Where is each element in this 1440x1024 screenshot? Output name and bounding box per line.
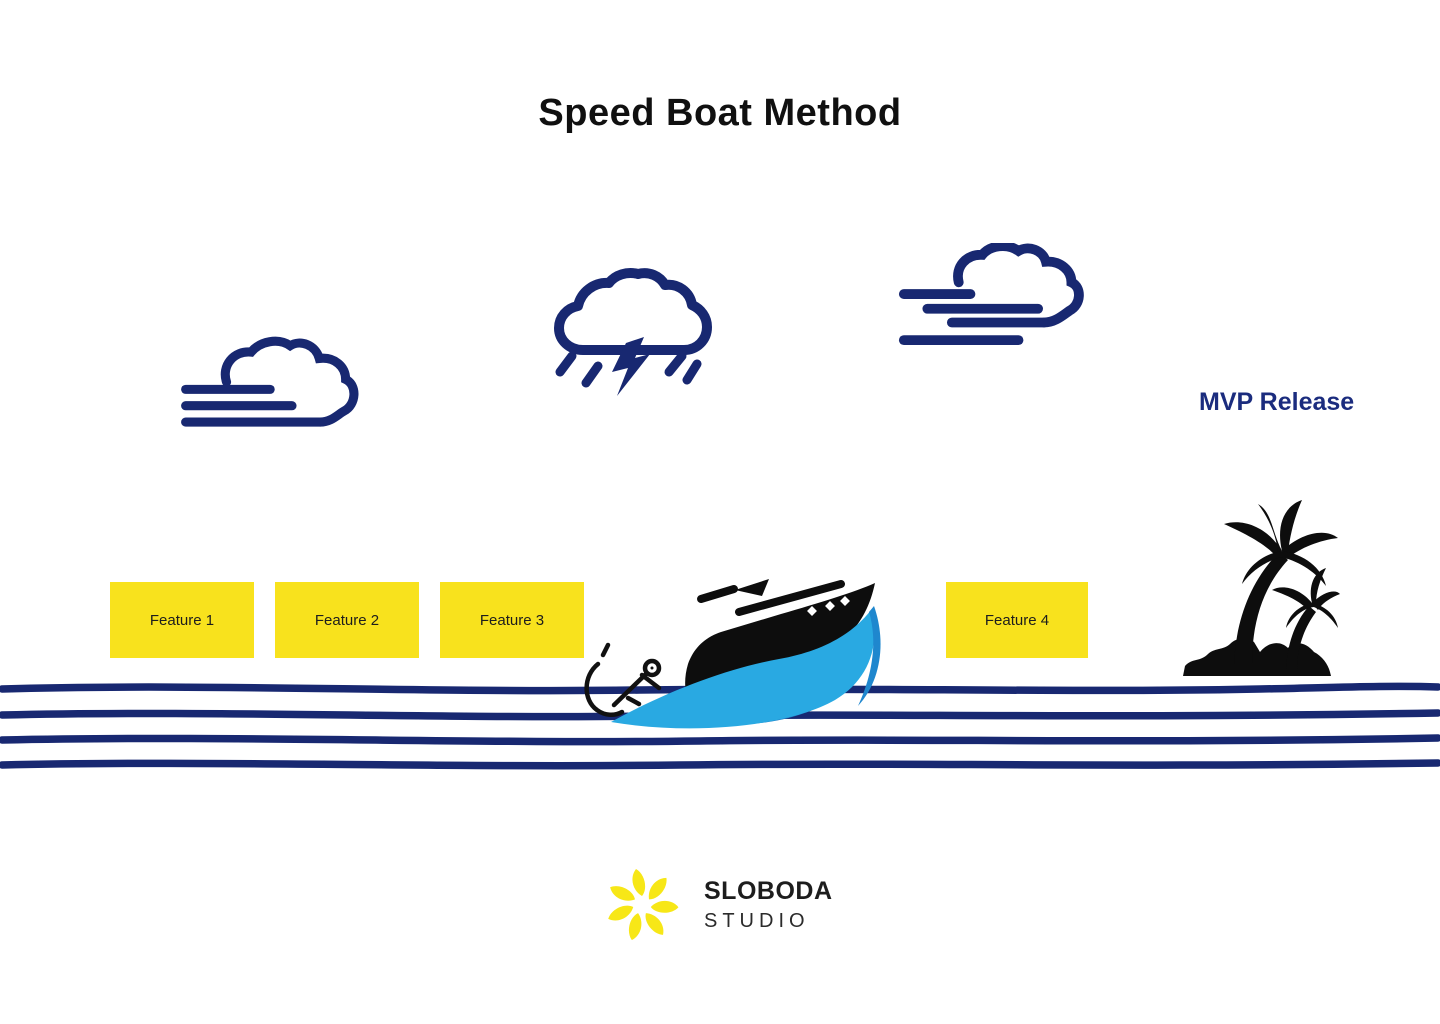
storm-cloud-lightning-icon — [554, 268, 712, 396]
tall-palm-trunk — [1234, 552, 1288, 664]
rain-drops — [555, 351, 702, 388]
sun-petals-icon — [608, 869, 679, 941]
anchor-icon — [584, 642, 662, 717]
island-rocks — [1183, 638, 1331, 676]
palm-island-icon — [1183, 500, 1340, 676]
feature-4-box: Feature 4 — [946, 582, 1088, 658]
feature-2-box: Feature 2 — [275, 582, 419, 658]
speed-boat-icon — [584, 579, 881, 729]
mvp-release-label: MVP Release — [1199, 388, 1355, 416]
logo-subtitle: STUDIO — [704, 910, 810, 932]
logo-name: SLOBODA — [704, 877, 833, 905]
boat-windows — [807, 596, 850, 616]
wind-cloud-icon — [181, 336, 359, 427]
lightning-bolt-icon — [612, 337, 650, 396]
logo-text: SLOBODA STUDIO — [704, 877, 833, 933]
feature-3-box: Feature 3 — [440, 582, 584, 658]
boat-wake — [611, 610, 875, 729]
sloboda-studio-logo: SLOBODA STUDIO — [604, 858, 833, 952]
page-title: Speed Boat Method — [538, 92, 902, 134]
feature-1-box: Feature 1 — [110, 582, 254, 658]
small-palm-trunk — [1286, 606, 1316, 670]
wind-cloud-icon — [898, 243, 1084, 346]
